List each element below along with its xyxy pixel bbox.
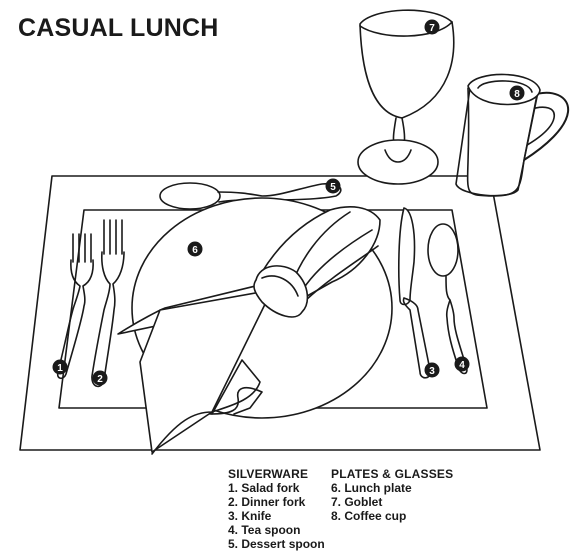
legend-silverware: SILVERWARE 1. Salad fork 2. Dinner fork … — [228, 467, 325, 551]
svg-text:1: 1 — [57, 363, 63, 374]
diagram-title: CASUAL LUNCH — [18, 14, 219, 42]
marker-7: 7 — [424, 19, 440, 35]
napkin-icon — [117, 206, 381, 455]
tea-spoon-icon — [427, 223, 468, 375]
legend-heading: PLATES & GLASSES — [331, 467, 454, 481]
legend-item: 3. Knife — [228, 509, 272, 523]
dinner-fork-icon — [91, 219, 125, 388]
legend-heading: SILVERWARE — [228, 467, 309, 481]
salad-fork-icon — [56, 233, 94, 380]
marker-8: 8 — [509, 85, 525, 101]
knife-icon — [398, 207, 431, 379]
svg-text:8: 8 — [514, 89, 520, 100]
svg-text:5: 5 — [330, 182, 336, 193]
marker-4: 4 — [454, 356, 470, 372]
legend-item: 4. Tea spoon — [228, 523, 301, 537]
legend-plates-glasses: PLATES & GLASSES 6. Lunch plate 7. Goble… — [331, 467, 453, 523]
marker-5: 5 — [325, 178, 341, 194]
marker-6: 6 — [187, 241, 203, 257]
legend-item: 2. Dinner fork — [228, 495, 306, 509]
legend-item: 7. Goblet — [331, 495, 383, 509]
marker-2: 2 — [92, 370, 108, 386]
svg-text:2: 2 — [97, 374, 103, 385]
svg-text:6: 6 — [192, 245, 198, 256]
legend-item: 8. Coffee cup — [331, 509, 407, 523]
svg-text:4: 4 — [459, 360, 465, 371]
marker-1: 1 — [52, 359, 68, 375]
svg-text:3: 3 — [429, 366, 435, 377]
legend-item: 6. Lunch plate — [331, 481, 412, 495]
coffee-cup-icon — [455, 73, 570, 197]
goblet-icon — [357, 9, 455, 185]
marker-3: 3 — [424, 362, 440, 378]
legend-item: 5. Dessert spoon — [228, 537, 325, 551]
legend-item: 1. Salad fork — [228, 481, 300, 495]
svg-text:7: 7 — [429, 23, 435, 34]
